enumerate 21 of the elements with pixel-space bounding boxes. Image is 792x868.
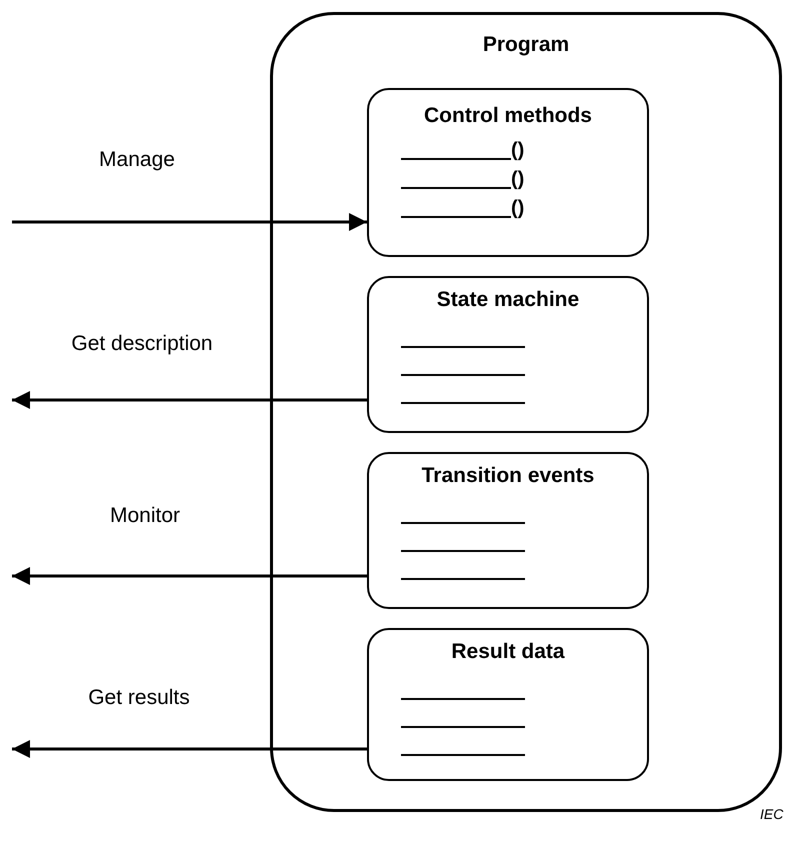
section-box bbox=[367, 276, 649, 433]
arrow bbox=[12, 567, 367, 585]
section-box bbox=[367, 628, 649, 781]
edge-label: Monitor bbox=[110, 504, 180, 528]
method-parens: () bbox=[511, 140, 524, 160]
section-title: Transition events bbox=[420, 464, 596, 488]
section-box bbox=[367, 88, 649, 257]
container-title: Program bbox=[482, 33, 570, 57]
arrow bbox=[12, 213, 367, 231]
edge-label: Get description bbox=[71, 332, 213, 356]
arrow bbox=[12, 740, 367, 758]
section-title: Result data bbox=[450, 640, 566, 664]
section-box bbox=[367, 452, 649, 609]
arrow bbox=[12, 391, 367, 409]
section-title: State machine bbox=[436, 288, 580, 312]
method-parens: () bbox=[511, 169, 524, 189]
edge-label: Get results bbox=[88, 686, 190, 710]
source-note: IEC bbox=[760, 806, 784, 822]
method-parens: () bbox=[511, 198, 524, 218]
section-title: Control methods bbox=[423, 104, 593, 128]
edge-label: Manage bbox=[99, 148, 175, 172]
